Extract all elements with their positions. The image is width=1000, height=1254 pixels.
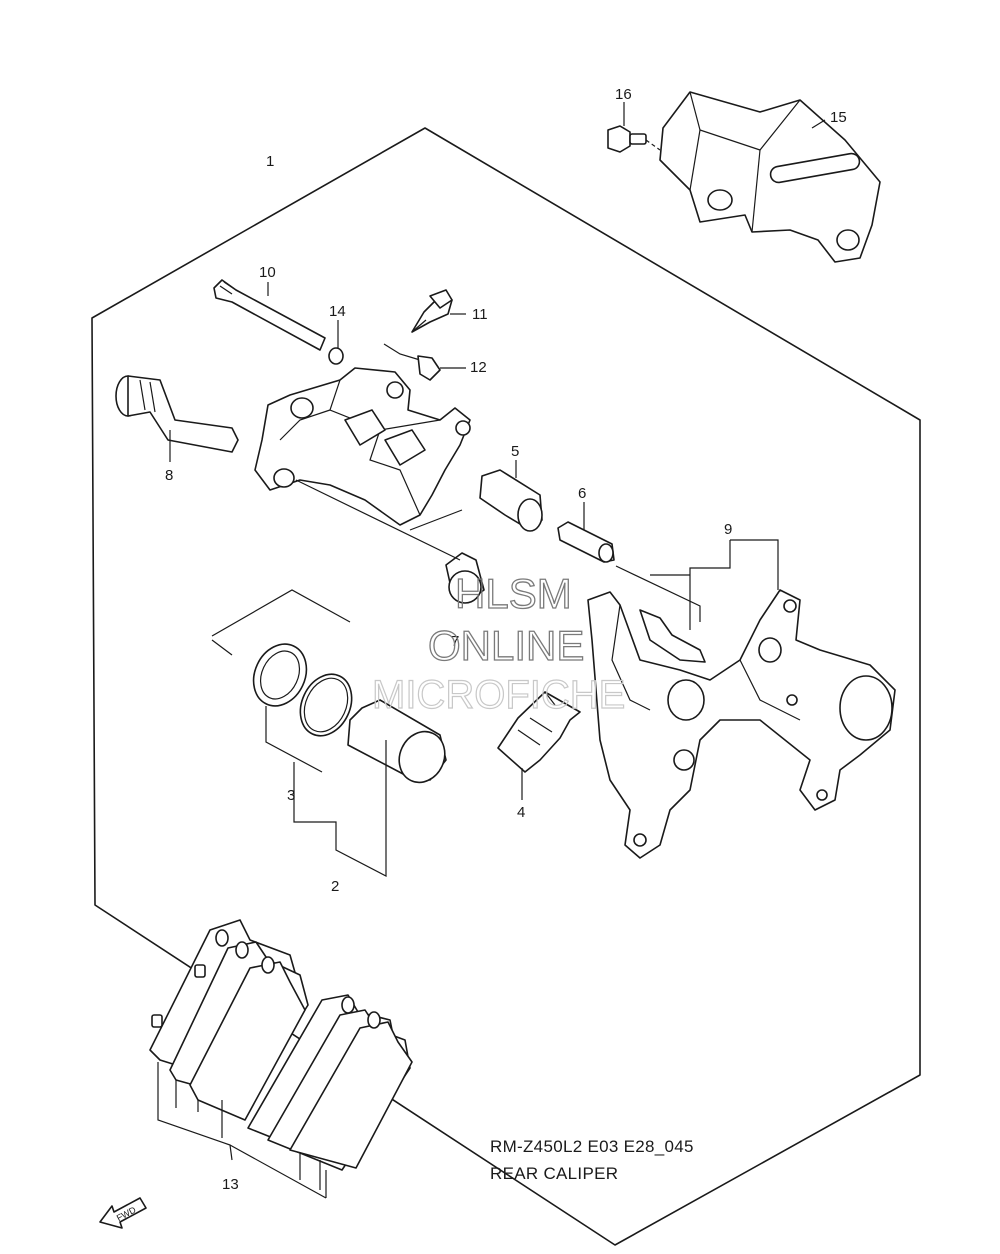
callout-2: 2 — [331, 878, 339, 895]
model-code: RM-Z450L2 E03 E28_045 — [490, 1137, 694, 1156]
part-11-bleeder — [411, 289, 453, 333]
callout-3: 3 — [287, 787, 295, 804]
part-15-bracket — [659, 91, 881, 263]
callout-15: 15 — [830, 109, 847, 126]
part-16-bolt — [607, 125, 661, 153]
fwd-arrow-icon: FWD — [99, 1197, 147, 1229]
watermark-line2: ONLINE — [428, 622, 584, 669]
part-7-seal — [445, 552, 485, 604]
callout-11: 11 — [472, 306, 488, 323]
part-3-seals — [252, 643, 353, 737]
part-6-pin — [557, 521, 615, 563]
callout-14: 14 — [329, 303, 346, 320]
callout-7: 7 — [451, 633, 459, 650]
assembly-frame — [91, 127, 921, 1246]
watermark-line3: MICROFICHE — [372, 673, 625, 717]
part-13-pads — [149, 919, 413, 1171]
callout-16: 16 — [615, 86, 632, 103]
part-5-boot — [479, 469, 543, 532]
callout-9: 9 — [724, 521, 732, 538]
callout-13: 13 — [222, 1176, 239, 1193]
callout-5: 5 — [511, 443, 519, 460]
part-12-cap — [383, 343, 441, 381]
part-14-ring — [328, 347, 344, 365]
callout-1: 1 — [266, 153, 274, 170]
part-8-slide-pin — [115, 375, 239, 453]
diagram-title: REAR CALIPER — [490, 1164, 618, 1183]
part-10-pin — [213, 279, 326, 351]
leader-lines — [157, 102, 826, 1199]
callout-10: 10 — [259, 264, 276, 281]
part-2-piston — [347, 699, 447, 784]
callout-8: 8 — [165, 467, 173, 484]
part-9-holder — [587, 589, 896, 859]
callout-4: 4 — [517, 804, 525, 821]
callout-12: 12 — [470, 359, 487, 376]
caliper-body — [254, 367, 471, 526]
watermark-line1: HLSM — [455, 570, 572, 617]
part-4-pad-spring — [497, 609, 706, 773]
callout-6: 6 — [578, 485, 586, 502]
